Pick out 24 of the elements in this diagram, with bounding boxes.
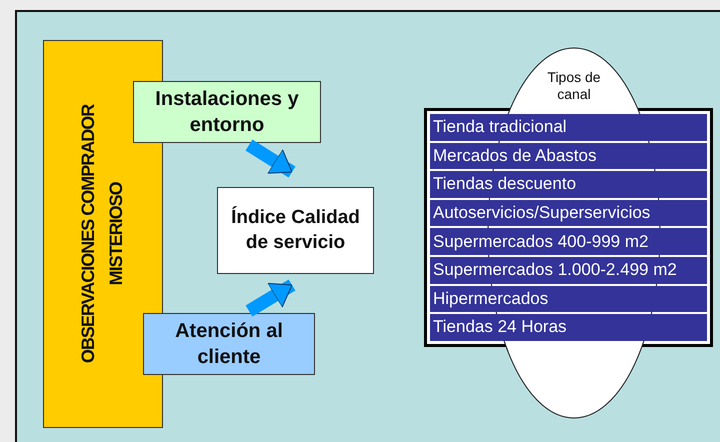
channel-row [430, 200, 707, 226]
channel-row [430, 142, 707, 170]
channel-label: Tienda tradicional [432, 117, 567, 138]
category-box [143, 313, 315, 375]
channel-label: Mercados de Abastos [432, 146, 596, 166]
channel-row [430, 286, 707, 312]
channel-label: Supermercados 400-999 m2 [432, 232, 648, 252]
box-label: Índice Calidad de servicio [230, 206, 361, 254]
ellipse-heading: Tipos de canal [546, 69, 602, 103]
channel-row [430, 314, 707, 341]
channel-label: Tiendas 24 Horas [432, 317, 567, 338]
channel-row [430, 228, 707, 255]
channel-label: Hipermercados [432, 288, 548, 309]
channel-row [430, 171, 707, 198]
channel-label: Autoservicios/Superservicios [432, 203, 650, 224]
channel-label: Supermercados 1.000-2.499 m2 [432, 260, 677, 280]
index-box [217, 187, 374, 274]
channel-row [430, 114, 707, 141]
channel-label: Tiendas descuento [432, 174, 576, 194]
category-box [133, 81, 321, 143]
channel-row [430, 257, 707, 284]
box-label: Instalaciones y entorno [154, 87, 300, 138]
box-label: Atención al cliente [174, 319, 284, 370]
bar-label: OBSERVACIONES COMPRADOR MISTERIOSO [77, 103, 127, 366]
